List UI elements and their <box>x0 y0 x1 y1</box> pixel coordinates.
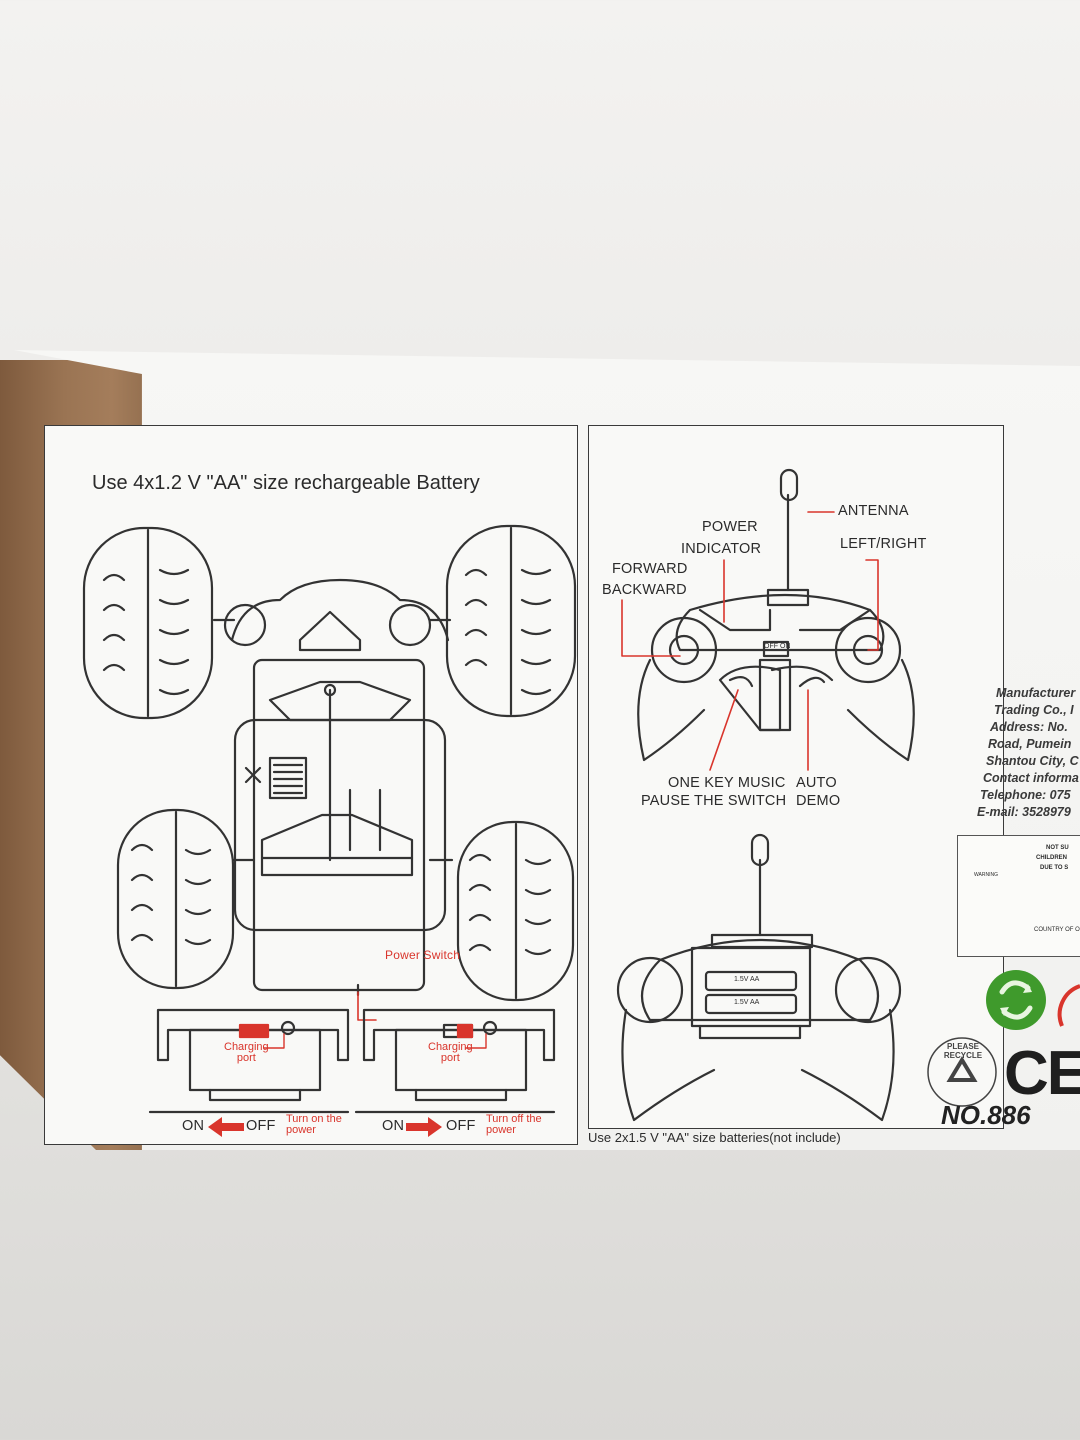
ce-mark: CE <box>1004 1039 1080 1108</box>
red-circle-mark-icon <box>1057 984 1080 1027</box>
arrow-left-icon <box>208 1117 244 1137</box>
demo-label: DEMO <box>796 793 841 809</box>
warning-box <box>957 835 1080 957</box>
please-recycle-icon <box>927 1037 997 1107</box>
warning-line-1: NOT SU <box>1046 845 1069 851</box>
power-switch-leader-line <box>357 991 377 1021</box>
turn-off-note: Turn off the power <box>486 1113 542 1136</box>
manufacturer-line-2: Trading Co., I <box>994 703 1074 717</box>
manufacturer-line-7: Telephone: 075 <box>980 788 1071 802</box>
off-label-1: OFF <box>246 1118 276 1134</box>
antenna-label: ANTENNA <box>838 503 909 519</box>
manufacturer-line-6: Contact informa <box>983 771 1079 785</box>
remote-controller-icon <box>637 468 915 762</box>
charging-port-label-2: Charging port <box>428 1041 473 1064</box>
remote-battery-footer: Use 2x1.5 V "AA" size batteries(not incl… <box>588 1130 841 1145</box>
one-key-music-label: ONE KEY MUSIC <box>668 775 786 791</box>
charging-port-leader-1 <box>263 1033 285 1049</box>
front-right-wheel-icon <box>445 524 577 718</box>
battery-heading: Use 4x1.2 V "AA" size rechargeable Batte… <box>92 472 480 494</box>
charging-port-label-1: Charging port <box>224 1041 269 1064</box>
manufacturer-line-1: Manufacturer <box>996 686 1076 700</box>
arrow-right-icon <box>406 1117 442 1137</box>
charging-diagram-on <box>148 1008 350 1114</box>
charging-port-leader-2 <box>465 1033 487 1049</box>
warning-line-3: DUE TO S <box>1040 865 1069 871</box>
on-label-2: ON <box>382 1118 405 1134</box>
model-number: NO.886 <box>941 1100 1031 1130</box>
auto-label: AUTO <box>796 775 837 791</box>
manufacturer-line-5: Shantou City, C <box>986 754 1079 768</box>
off-on-label: OFF ON <box>764 643 791 650</box>
power-label: POWER <box>702 519 758 535</box>
battery-label-1: 1.5V AA <box>734 976 760 983</box>
on-label-1: ON <box>182 1118 205 1134</box>
battery-label-2: 1.5V AA <box>734 999 760 1006</box>
please-recycle-label: PLEASE RECYCLE <box>943 1042 983 1060</box>
front-left-wheel-icon <box>82 526 214 720</box>
warning-label: WARNING <box>974 872 998 878</box>
car-body-icon <box>212 578 454 997</box>
left-instruction-panel <box>44 425 578 1145</box>
warning-line-4: COUNTRY OF O <box>1034 927 1080 933</box>
power-switch-label: Power Switch <box>385 948 461 962</box>
green-recycle-icon <box>986 970 1046 1030</box>
remote-leader-lines <box>621 511 879 771</box>
rear-left-wheel-icon <box>116 808 235 990</box>
manufacturer-line-4: Road, Pumein <box>988 737 1072 751</box>
forward-label: FORWARD <box>612 561 688 577</box>
manufacturer-line-8: E-mail: 3528979 <box>977 805 1071 819</box>
warning-line-2: CHILDREN <box>1036 855 1067 861</box>
remote-back-icon <box>616 833 902 1122</box>
turn-on-note: Turn on the power <box>286 1113 342 1136</box>
backward-label: BACKWARD <box>602 582 687 598</box>
rear-right-wheel-icon <box>456 820 575 1002</box>
charging-diagram-off <box>354 1008 556 1114</box>
pause-switch-label: PAUSE THE SWITCH <box>641 793 787 809</box>
manufacturer-line-3: Address: No. <box>990 720 1068 734</box>
left-right-label: LEFT/RIGHT <box>840 536 927 552</box>
indicator-label: INDICATOR <box>681 541 762 557</box>
off-label-2: OFF <box>446 1118 476 1134</box>
